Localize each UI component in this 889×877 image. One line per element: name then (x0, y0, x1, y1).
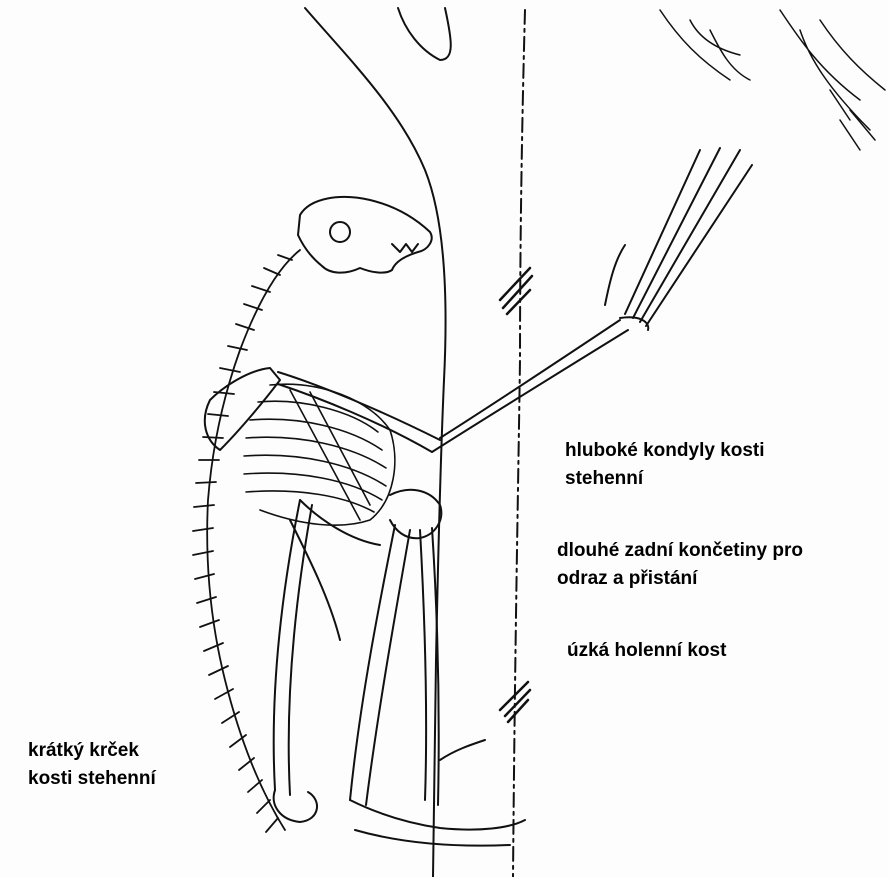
label-line: hluboké kondyly kosti (565, 437, 765, 465)
ribcage (244, 384, 395, 525)
hind-legs (274, 490, 525, 846)
tree-trunk-left-edge (305, 8, 446, 877)
leaves (660, 10, 885, 150)
label-narrow-tibia: úzká holenní kost (567, 637, 726, 665)
skull (298, 197, 432, 273)
label-long-hind-limbs: dlouhé zadní končetiny pro odraz a přist… (557, 537, 803, 593)
tree-trunk-right-edge (513, 10, 525, 877)
label-line: odraz a přistání (557, 565, 803, 593)
label-short-femur-neck: krátký krček kosti stehenní (28, 737, 156, 793)
bark-marks (500, 268, 532, 722)
label-line: krátký krček (28, 737, 156, 765)
label-line: úzká holenní kost (567, 637, 726, 665)
label-line: stehenní (565, 465, 765, 493)
label-line: dlouhé zadní končetiny pro (557, 537, 803, 565)
branch-stub (398, 8, 451, 60)
front-arm (278, 148, 752, 452)
spine (193, 250, 300, 832)
label-deep-femoral-condyles: hluboké kondyly kosti stehenní (565, 437, 765, 493)
label-line: kosti stehenní (28, 765, 156, 793)
